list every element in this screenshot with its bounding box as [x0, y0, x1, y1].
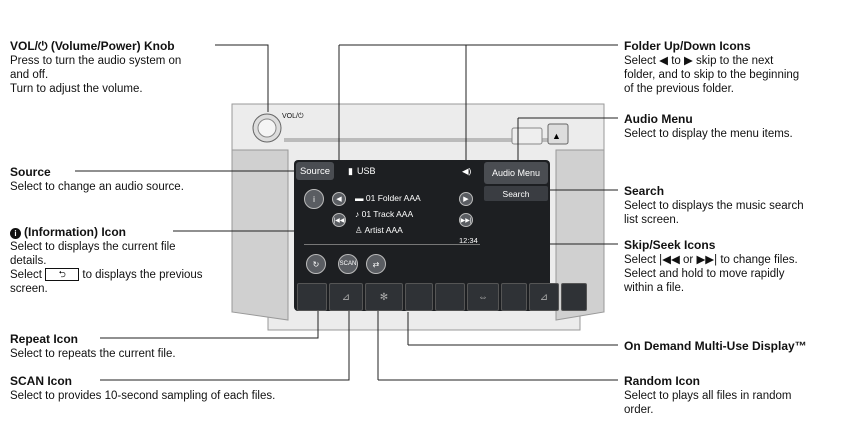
slot-door — [511, 127, 543, 145]
odmd-button-1[interactable] — [297, 283, 327, 311]
callout-search: Search Select to displays the music sear… — [624, 184, 804, 226]
left-vent — [231, 149, 289, 321]
odmd-button-9[interactable] — [561, 283, 587, 311]
usb-indicator: ▮USB — [348, 165, 376, 177]
callout-folder: Folder Up/Down Icons Select ◀ to ▶ skip … — [624, 39, 800, 95]
car-icon[interactable]: ⇔ — [467, 283, 499, 311]
callout-skip: Skip/Seek Icons Select |◀◀ or ▶▶| to cha… — [624, 238, 798, 294]
callout-audio-menu: Audio Menu Select to display the menu it… — [624, 112, 793, 140]
cd-slot — [284, 138, 548, 142]
skip-forward-icon[interactable]: ▶▶| — [459, 213, 473, 227]
speaker-icon: ◀) — [462, 166, 472, 176]
folder-down-icon[interactable]: ◀ — [332, 192, 346, 206]
folder-up-icon[interactable]: ▶ — [459, 192, 473, 206]
scan-icon[interactable]: SCAN — [338, 254, 358, 274]
back-icon: ⮌ — [45, 268, 80, 282]
artist-name: ♙ Artist AAA — [355, 225, 403, 235]
callout-scan: SCAN Icon Select to provides 10-second s… — [10, 374, 276, 402]
callout-info: i(Information) Icon Select to displays t… — [10, 225, 203, 295]
callout-source: Source Select to change an audio source. — [10, 165, 184, 193]
odmd-button-5[interactable] — [435, 283, 465, 311]
repeat-icon[interactable]: ↻ — [306, 254, 326, 274]
seat-right-icon[interactable]: ⊿ — [529, 283, 559, 311]
odmd-button-7[interactable] — [501, 283, 527, 311]
usb-icon: ▮ — [348, 165, 353, 176]
seat-icon[interactable]: ⊿ — [329, 283, 363, 311]
knob-label: VOL/⏻ — [282, 113, 304, 120]
eject-button — [547, 123, 569, 145]
callout-volume: VOL/⏻ (Volume/Power) Knob Press to turn … — [10, 39, 182, 95]
fan-icon[interactable]: ✻ — [365, 283, 403, 311]
svg-text:▲: ▲ — [552, 131, 561, 141]
callout-ondemand: On Demand Multi-Use Display™ — [624, 339, 807, 353]
right-vent — [555, 149, 605, 321]
info-icon-glyph: i — [10, 228, 21, 239]
audio-menu-button[interactable]: Audio Menu — [484, 162, 548, 184]
callout-random: Random Icon Select to plays all files in… — [624, 374, 792, 416]
callout-repeat: Repeat Icon Select to repeats the curren… — [10, 332, 176, 360]
progress-bar — [304, 244, 480, 245]
random-icon[interactable]: ⇄ — [366, 254, 386, 274]
skip-back-icon[interactable]: |◀◀ — [332, 213, 346, 227]
search-button[interactable]: Search — [484, 186, 548, 201]
source-button[interactable]: Source — [296, 162, 334, 180]
clock: 12:34 — [459, 236, 478, 245]
on-demand-bar: ⊿ ✻ ⇔ ⊿ — [297, 283, 587, 311]
folder-name: ▬ 01 Folder AAA — [355, 193, 421, 203]
info-icon[interactable]: i — [304, 189, 324, 209]
odmd-button-4[interactable] — [405, 283, 433, 311]
track-name: ♪ 01 Track AAA — [355, 209, 414, 219]
